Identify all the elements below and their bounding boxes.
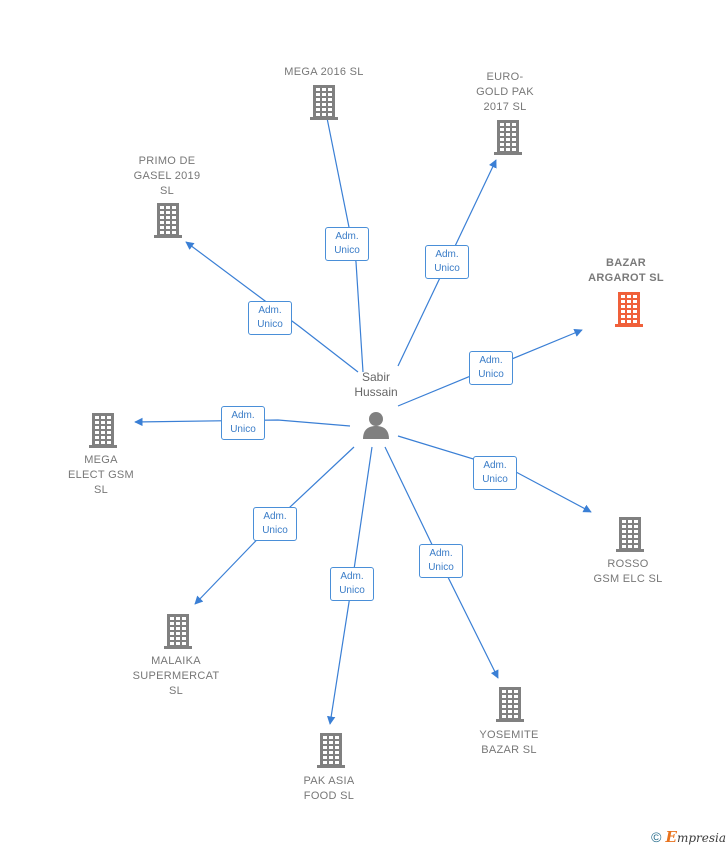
role-badge[interactable]: Adm. Unico (248, 301, 292, 335)
company-name-malaika-supermercat-sl[interactable]: MALAIKA SUPERMERCAT SL (132, 655, 220, 697)
building-icon[interactable] (152, 202, 184, 238)
building-icon[interactable] (308, 84, 340, 120)
role-line-2: Unico (257, 319, 283, 330)
role-line-2: Unico (434, 263, 460, 274)
building-icon[interactable] (613, 291, 645, 327)
role-line-1: Adm. (335, 231, 359, 242)
company-name-rosso-gsm-elc-sl[interactable]: ROSSO GSM ELC SL (593, 558, 663, 585)
building-icon[interactable] (614, 516, 646, 552)
role-line-2: Unico (428, 562, 454, 573)
company-name-bazar-argarot-sl[interactable]: BAZAR ARGAROT SL (588, 257, 664, 284)
role-line-1: Adm. (435, 249, 459, 260)
role-line-2: Unico (482, 474, 508, 485)
role-line-1: Adm. (263, 511, 287, 522)
role-badge[interactable]: Adm. Unico (473, 456, 517, 490)
person-name: Sabir Hussain (354, 370, 398, 399)
footer: ©Empresia (651, 828, 726, 846)
role-line-2: Unico (262, 525, 288, 536)
company-name-yosemite-bazar-sl[interactable]: YOSEMITE BAZAR SL (479, 729, 539, 756)
role-line-1: Adm. (231, 410, 255, 421)
building-icon[interactable] (162, 613, 194, 649)
role-line-2: Unico (230, 424, 256, 435)
role-badge[interactable]: Adm. Unico (469, 351, 513, 385)
role-line-2: Unico (478, 369, 504, 380)
company-name-mega-2016-sl[interactable]: MEGA 2016 SL (284, 66, 364, 78)
company-name-euro-gold-pak-2017-sl[interactable]: EURO- GOLD PAK 2017 SL (476, 71, 534, 113)
role-line-2: Unico (339, 585, 365, 596)
role-line-2: Unico (334, 245, 360, 256)
brand-logo[interactable]: Empresia (665, 828, 727, 846)
building-icon[interactable] (492, 119, 524, 155)
role-badge[interactable]: Adm. Unico (325, 227, 369, 261)
role-line-1: Adm. (429, 548, 453, 559)
building-icon[interactable] (315, 732, 347, 768)
copyright-symbol: © (651, 829, 662, 845)
role-badge[interactable]: Adm. Unico (253, 507, 297, 541)
role-line-1: Adm. (258, 305, 282, 316)
role-badge[interactable]: Adm. Unico (330, 567, 374, 601)
role-line-1: Adm. (479, 355, 503, 366)
edge-mega-elect-gsm-sl (134, 417, 351, 427)
role-badge[interactable]: Adm. Unico (425, 245, 469, 279)
edge-primo-de-gasel-2019-sl (185, 241, 359, 373)
role-badge[interactable]: Adm. Unico (221, 406, 265, 440)
building-icon[interactable] (494, 686, 526, 722)
role-line-1: Adm. (483, 460, 507, 471)
role-badge[interactable]: Adm. Unico (419, 544, 463, 578)
company-name-mega-elect-gsm-sl[interactable]: MEGA ELECT GSM SL (67, 454, 135, 496)
edge-mega-2016-sl (322, 107, 364, 373)
role-line-1: Adm. (340, 571, 364, 582)
company-name-pak-asia-food-sl[interactable]: PAK ASIA FOOD SL (303, 775, 355, 802)
building-icon[interactable] (87, 412, 119, 448)
company-name-primo-de-gasel-2019-sl[interactable]: PRIMO DE GASEL 2019 SL (133, 155, 201, 197)
person-icon[interactable] (360, 409, 392, 441)
